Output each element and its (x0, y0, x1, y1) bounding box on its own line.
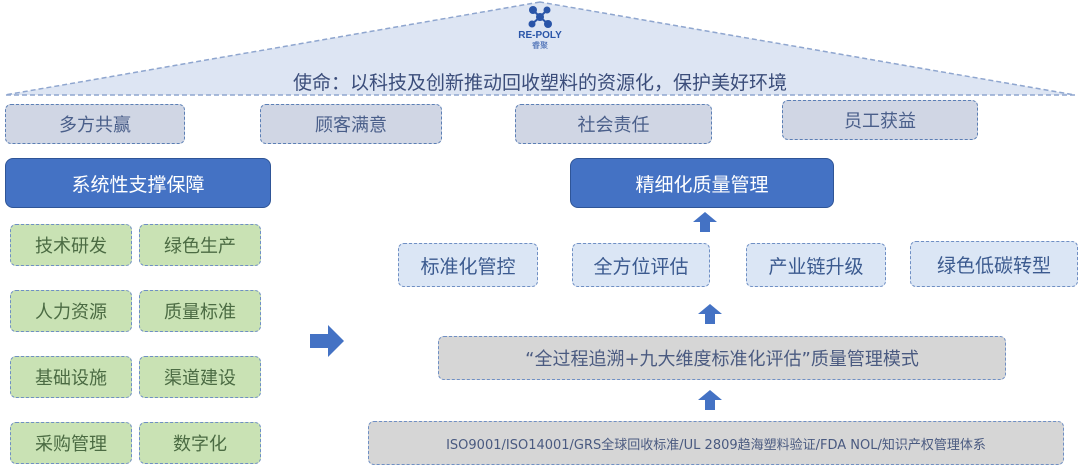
molecule-icon (528, 6, 552, 28)
feature-green-low-carbon: 绿色低碳转型 (910, 241, 1078, 287)
right-title: 精细化质量管理 (570, 158, 834, 208)
logo-text-en: RE-POLY (518, 30, 562, 41)
value-employee-benefit: 员工获益 (782, 100, 978, 140)
left-item-quality-standard: 质量标准 (139, 290, 261, 332)
certification-foundation: ISO9001/ISO14001/GRS全球回收标准/UL 2809趋海塑料验证… (368, 421, 1064, 465)
logo-text-cn: 睿聚 (532, 41, 548, 50)
right-arrow-icon (310, 325, 344, 357)
left-item-digital: 数字化 (139, 422, 261, 464)
left-title: 系统性支撑保障 (5, 158, 271, 208)
up-arrow-icon (698, 390, 722, 410)
logo: RE-POLY 睿聚 (480, 4, 600, 56)
left-item-infrastructure: 基础设施 (10, 356, 132, 398)
feature-standardized-control: 标准化管控 (398, 243, 538, 287)
quality-management-model: “全过程追溯+九大维度标准化评估”质量管理模式 (438, 336, 1006, 380)
value-social-responsibility: 社会责任 (515, 104, 712, 144)
left-item-channel: 渠道建设 (139, 356, 261, 398)
up-arrow-icon (698, 304, 722, 324)
mission-statement: 使命：以科技及创新推动回收塑料的资源化，保护美好环境 (292, 72, 787, 94)
left-item-procurement: 采购管理 (10, 422, 132, 464)
up-arrow-icon (693, 212, 717, 232)
value-win-win: 多方共赢 (5, 104, 185, 144)
left-item-hr: 人力资源 (10, 290, 132, 332)
roof-shape (4, 1, 1076, 96)
feature-full-assessment: 全方位评估 (572, 243, 710, 287)
feature-industry-chain-upgrade: 产业链升级 (746, 243, 886, 287)
value-customer-satisfaction: 顾客满意 (260, 104, 442, 144)
left-item-green-production: 绿色生产 (139, 224, 261, 266)
left-item-rd: 技术研发 (10, 224, 132, 266)
